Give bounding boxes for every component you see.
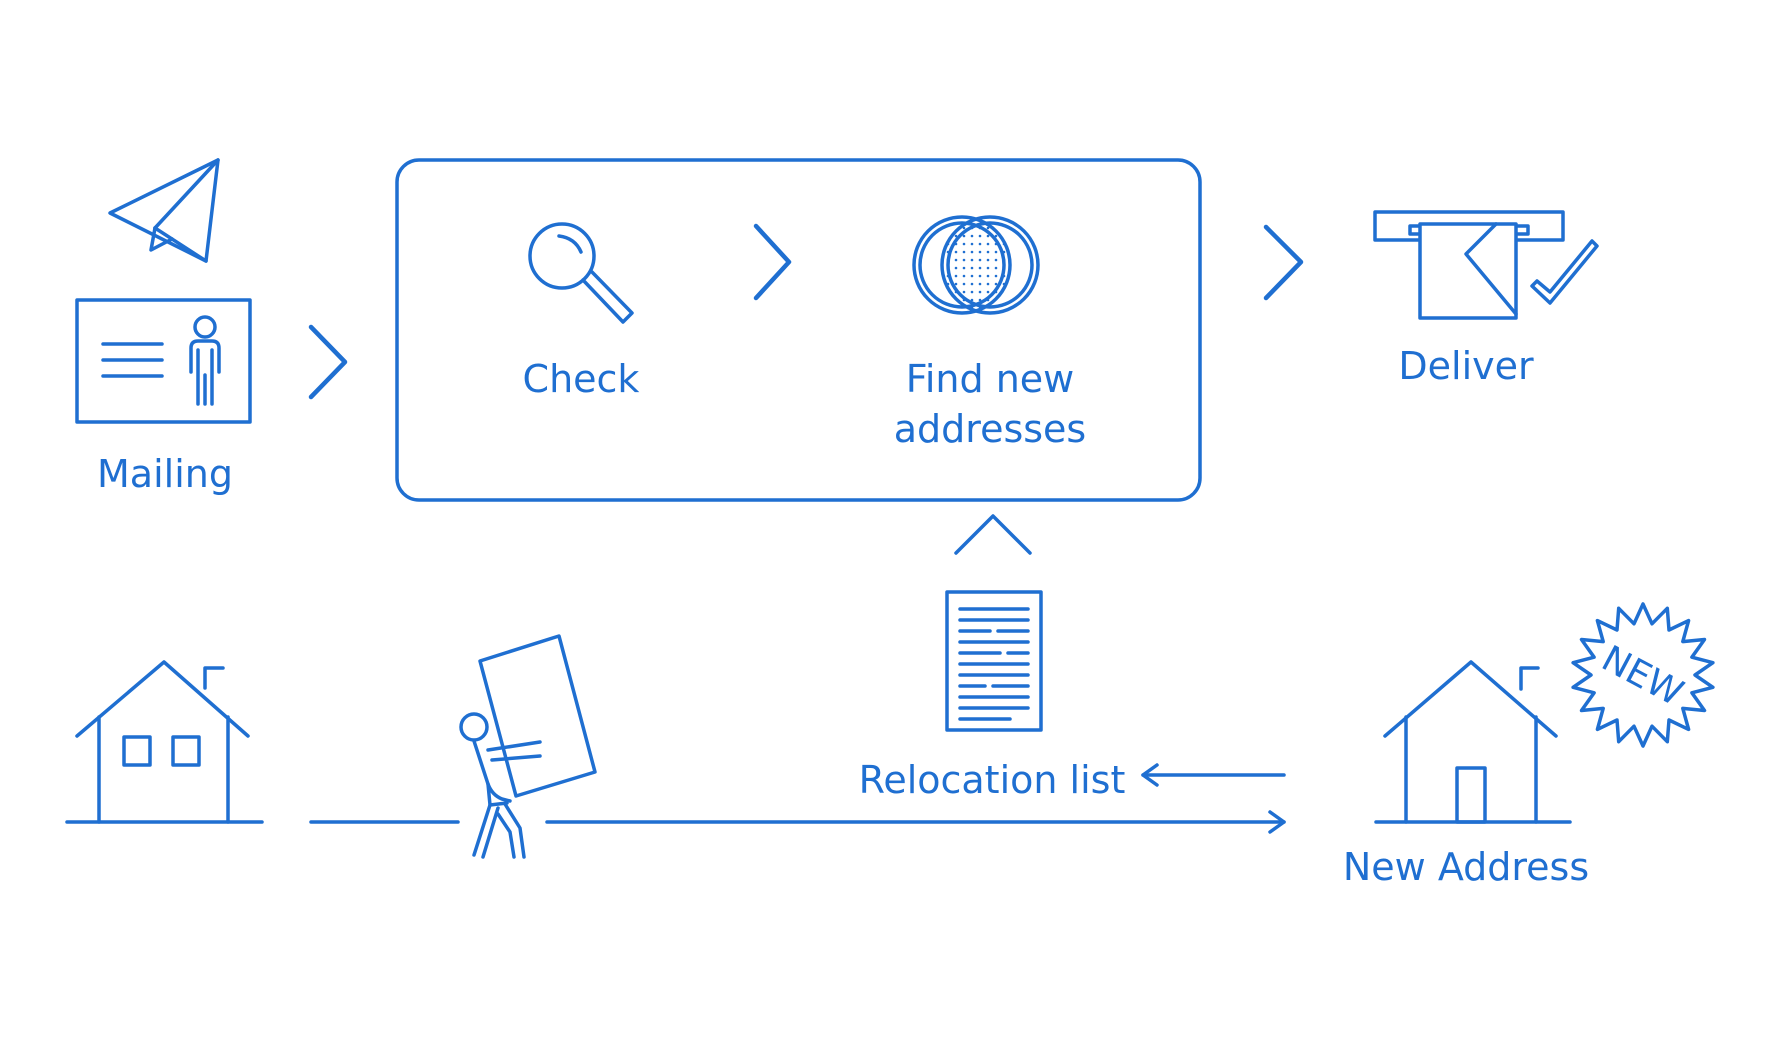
document-list-icon (945, 514, 1043, 732)
find-new-addresses-label-line2: addresses (893, 407, 1087, 451)
person-carrying-box-icon (459, 634, 597, 859)
paper-plane-icon (108, 158, 220, 263)
arrow-chevron-1 (308, 324, 348, 400)
find-new-addresses-label-line1: Find new (905, 357, 1075, 401)
new-star-badge-icon: NEW (1571, 602, 1715, 748)
new-address-label: New Address (1342, 845, 1590, 889)
venn-diagram-icon (912, 215, 1040, 315)
arrow-chevron-2 (753, 223, 792, 301)
mailing-label: Mailing (97, 452, 233, 496)
address-card-icon (75, 298, 252, 424)
deliver-label: Deliver (1398, 344, 1534, 388)
checkmark-icon (1530, 239, 1599, 305)
magnifier-icon (528, 222, 634, 324)
relocation-list-label: Relocation list (858, 758, 1126, 802)
move-arrow-right (545, 810, 1286, 834)
arrow-chevron-3 (1263, 224, 1304, 301)
new-badge-label: NEW (1595, 638, 1690, 714)
return-arrow-left (1141, 763, 1286, 787)
process-box (395, 158, 1202, 502)
house-icon (65, 660, 264, 824)
mailbox-delivered-icon (1373, 210, 1565, 320)
check-label: Check (522, 357, 640, 401)
new-house-icon (1374, 660, 1572, 824)
